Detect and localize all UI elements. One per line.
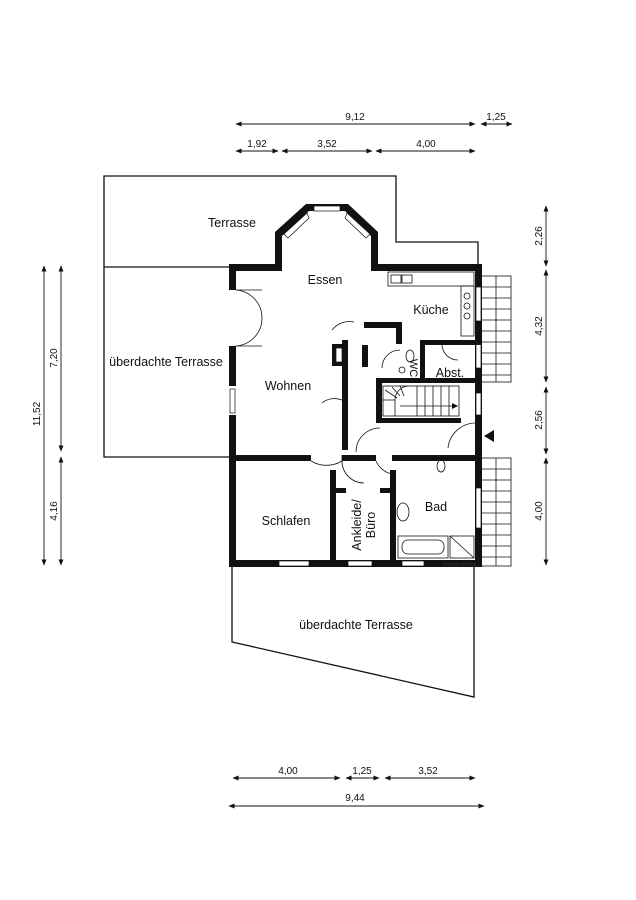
watermark: Immogrundriss bbox=[443, 562, 477, 568]
dim-bottom-total: 9,44 bbox=[345, 793, 365, 804]
room-ankleide: Ankleide/ bbox=[350, 499, 364, 551]
interior-walls bbox=[229, 322, 482, 567]
room-essen: Essen bbox=[308, 273, 343, 287]
dimension-labels: 9,12 1,25 1,92 3,52 4,00 11,52 7,20 4,16… bbox=[32, 112, 545, 804]
room-buero: Büro bbox=[364, 512, 378, 538]
room-bad: Bad bbox=[425, 500, 447, 514]
dim-top-seg-2: 3,52 bbox=[317, 139, 337, 150]
dim-bottom-seg-3: 3,52 bbox=[418, 766, 438, 777]
room-wc: WC bbox=[407, 359, 419, 377]
dim-top-total: 9,12 bbox=[345, 112, 365, 123]
room-ueberdachte-terrasse-unten: überdachte Terrasse bbox=[299, 618, 413, 632]
dim-top-right: 1,25 bbox=[486, 112, 506, 123]
dimension-lines bbox=[41, 121, 549, 809]
dim-top-seg-3: 4,00 bbox=[416, 139, 436, 150]
room-abstellraum: Abst. bbox=[436, 366, 465, 380]
dim-bottom-seg-2: 1,25 bbox=[352, 766, 372, 777]
exterior-steps bbox=[480, 275, 512, 567]
dim-top-seg-1: 1,92 bbox=[247, 139, 267, 150]
fixtures bbox=[387, 271, 494, 559]
room-labels: Terrasse überdachte Terrasse Essen Küche… bbox=[109, 216, 476, 632]
dim-left-upper: 7,20 bbox=[49, 348, 60, 368]
room-schlafen: Schlafen bbox=[262, 514, 311, 528]
dim-left-lower: 4,16 bbox=[49, 501, 60, 521]
doors bbox=[235, 289, 476, 484]
staircase bbox=[382, 385, 460, 417]
dim-right-2: 4,32 bbox=[534, 316, 545, 336]
dim-right-4: 4,00 bbox=[534, 501, 545, 521]
room-terrasse: Terrasse bbox=[208, 216, 256, 230]
windows bbox=[229, 205, 482, 567]
terrace-outlines bbox=[103, 175, 479, 698]
dim-right-1: 2,26 bbox=[534, 226, 545, 246]
room-ueberdachte-terrasse-links: überdachte Terrasse bbox=[109, 355, 223, 369]
dim-bottom-seg-1: 4,00 bbox=[278, 766, 298, 777]
dim-right-3: 2,56 bbox=[534, 410, 545, 430]
room-kueche: Küche bbox=[413, 303, 448, 317]
room-wohnen: Wohnen bbox=[265, 379, 311, 393]
dim-left-total: 11,52 bbox=[32, 401, 43, 426]
